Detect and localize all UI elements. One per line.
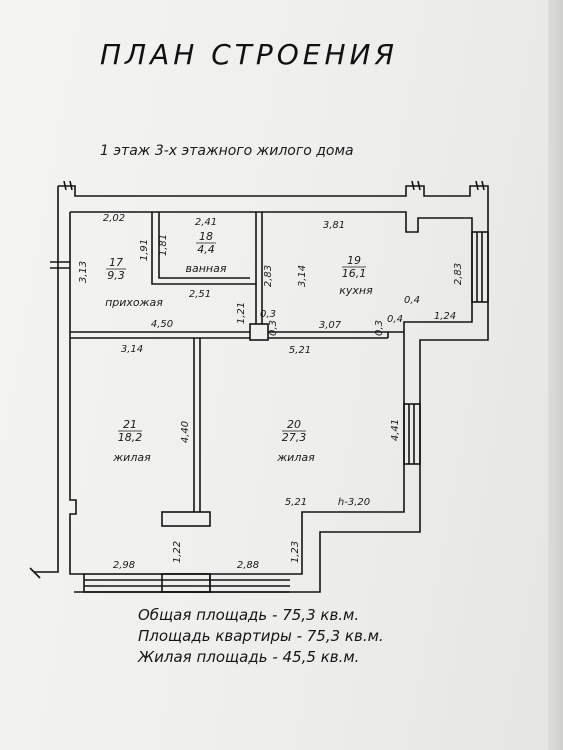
dimension-label: 5,21 bbox=[285, 497, 307, 508]
room-area: 16,1 bbox=[342, 267, 367, 280]
dimension-label: 5,21 bbox=[289, 345, 311, 356]
apartment-area: Площадь квартиры - 75,3 кв.м. bbox=[138, 627, 384, 645]
room-name: кухня bbox=[339, 284, 373, 297]
dimension-label: 0,3 bbox=[374, 320, 385, 336]
window-room21 bbox=[83, 573, 211, 593]
dimension-label: 1,23 bbox=[290, 541, 301, 563]
window-kitchen bbox=[471, 231, 489, 303]
room-id: 19 bbox=[347, 254, 361, 267]
dimension-label: 1,21 bbox=[236, 302, 247, 324]
dimension-label: 0,3 bbox=[260, 309, 276, 320]
room-area: 4,4 bbox=[197, 243, 215, 256]
window-room20 bbox=[210, 573, 290, 593]
ceiling-height-label: h-3,20 bbox=[338, 497, 370, 508]
dimension-label: 0,4 bbox=[387, 314, 403, 325]
dimension-label: 2,83 bbox=[263, 265, 274, 287]
room-area: 9,3 bbox=[107, 269, 125, 282]
wall-ticks bbox=[63, 180, 485, 191]
wall-pier-bottom bbox=[161, 573, 211, 593]
pillar bbox=[249, 323, 269, 341]
room-name: жилая bbox=[112, 451, 151, 464]
dimension-label: 1,91 bbox=[139, 239, 150, 261]
bathroom-walls bbox=[151, 212, 257, 285]
dimension-label: 1,22 bbox=[172, 541, 183, 563]
window-room21-glass bbox=[84, 579, 210, 587]
dimension-label: 3,81 bbox=[323, 220, 345, 231]
window-room20-right bbox=[403, 403, 421, 465]
room-name: жилая bbox=[276, 451, 315, 464]
dimension-label: 3,14 bbox=[297, 265, 308, 287]
dimension-label: 0,3 bbox=[268, 320, 279, 336]
dimension-label: 4,40 bbox=[180, 421, 191, 443]
dimension-label: 2,02 bbox=[103, 213, 125, 224]
room-area: 18,2 bbox=[118, 431, 143, 444]
area-summary: Общая площадь - 75,3 кв.м. Площадь кварт… bbox=[138, 605, 384, 668]
dimension-label: 2,98 bbox=[113, 560, 135, 571]
outer-wall-outer-edge bbox=[34, 185, 489, 593]
dimension-label: 4,50 bbox=[151, 319, 173, 330]
dimension-label: 4,41 bbox=[390, 419, 401, 441]
partition-room21-room20 bbox=[193, 338, 201, 512]
room-id: 18 bbox=[199, 230, 213, 243]
dimension-label: 3,13 bbox=[78, 261, 89, 283]
plan-title: ПЛАН СТРОЕНИЯ bbox=[100, 38, 398, 71]
partition-end-block bbox=[161, 511, 211, 527]
plan-subtitle: 1 этаж 3-х этажного жилого дома bbox=[100, 143, 354, 159]
dimension-label: 2,41 bbox=[195, 217, 217, 228]
dimension-label: 3,14 bbox=[121, 344, 143, 355]
dimension-label: 1,24 bbox=[434, 311, 456, 322]
room-id: 17 bbox=[109, 256, 123, 269]
dimension-label: 2,83 bbox=[453, 263, 464, 285]
dimension-label: 2,51 bbox=[189, 289, 211, 300]
dimension-label: 0,4 bbox=[404, 295, 420, 306]
partition-kitchen-room20 bbox=[268, 331, 404, 339]
total-area: Общая площадь - 75,3 кв.м. bbox=[138, 606, 360, 624]
window-kitchen-glass bbox=[476, 232, 483, 302]
room-name: ванная bbox=[186, 262, 227, 275]
dimension-label: 3,07 bbox=[319, 320, 342, 331]
room-id: 21 bbox=[123, 418, 137, 431]
room-id: 20 bbox=[287, 418, 301, 431]
window-room20-right-glass bbox=[408, 404, 415, 464]
living-area: Жилая площадь - 45,5 кв.м. bbox=[138, 648, 360, 666]
page-edge bbox=[548, 0, 563, 750]
entrance-door bbox=[29, 261, 70, 579]
partition-hall-living bbox=[70, 331, 250, 339]
dimension-label: 2,88 bbox=[237, 560, 259, 571]
dimension-label: 1,81 bbox=[158, 234, 169, 256]
partition-hall-kitchen bbox=[255, 212, 263, 324]
room-area: 27,3 bbox=[282, 431, 307, 444]
room-name: прихожая bbox=[105, 296, 163, 309]
